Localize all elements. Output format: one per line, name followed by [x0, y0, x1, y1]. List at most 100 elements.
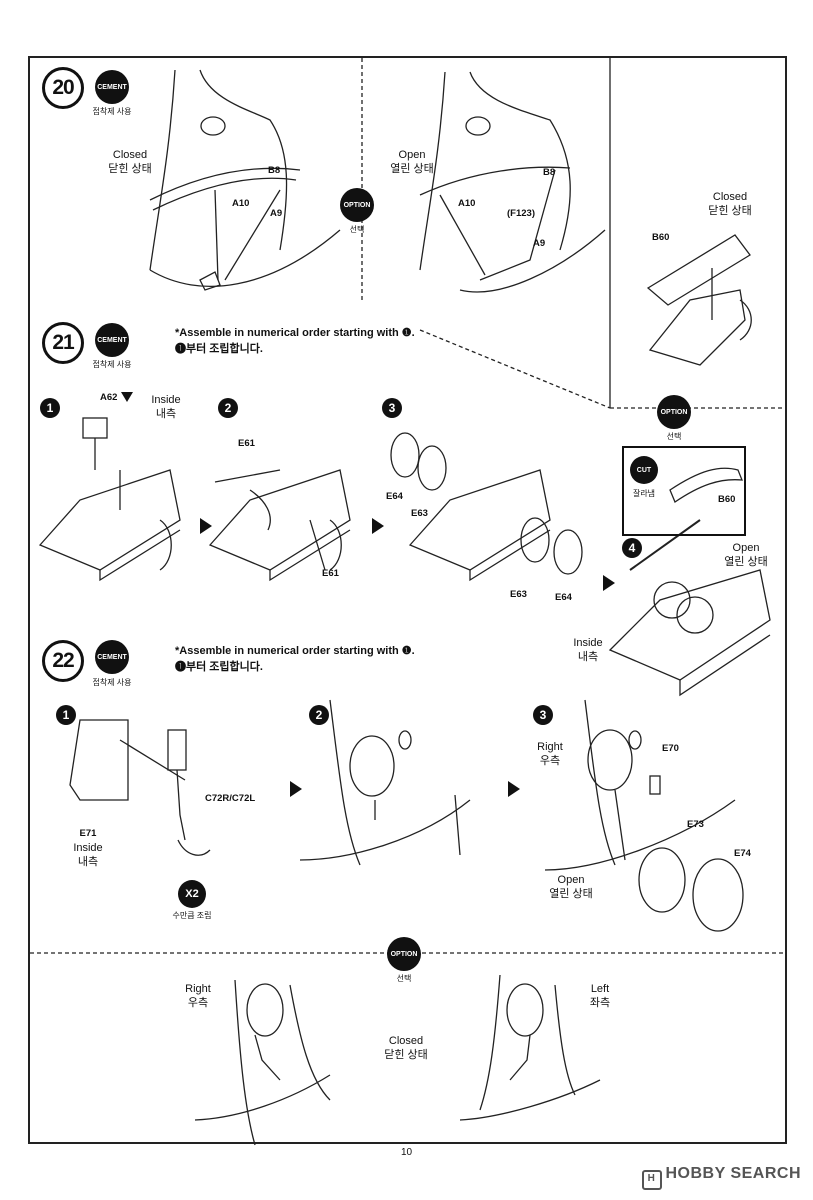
part-b60-top: B60 — [652, 232, 670, 243]
part-e70: E70 — [662, 743, 679, 754]
step22-open-en: Open — [557, 874, 585, 886]
part-a10-left: A10 — [232, 198, 250, 209]
e71-inside-ko: 내측 — [77, 856, 99, 868]
inside-ko: 내측 — [155, 408, 177, 420]
hobby-search-logo-icon: H — [641, 1170, 662, 1190]
x2-icon: X2 — [178, 880, 206, 908]
part-b8-left: B8 — [268, 165, 281, 176]
step22-arrow-2 — [508, 781, 520, 797]
inside2-ko: 내측 — [577, 651, 599, 663]
bottom-right-ko: 우측 — [187, 997, 209, 1009]
option-note-step21: 선택 — [666, 432, 682, 441]
step21-arrow-1 — [200, 518, 212, 534]
hatch-closed-ko: 닫힌 상태 — [708, 205, 752, 217]
bottom-closed-ko: 닫힌 상태 — [384, 1049, 428, 1061]
step-22-number: 22 — [42, 640, 84, 682]
part-e64-left: E64 — [386, 491, 403, 502]
step21-sub3-drawing — [390, 432, 583, 582]
cement-note-step22: 접착제 사용 — [92, 678, 132, 687]
step21-open-ko: 열린 상태 — [724, 556, 768, 568]
step22-sub1-drawing — [69, 719, 211, 856]
step-20-number: 20 — [42, 67, 84, 109]
bottom-closed-en: Closed — [388, 1035, 424, 1047]
step22-sub-3: 3 — [533, 705, 553, 725]
part-e61-top: E61 — [238, 438, 255, 449]
e71-text: E71 — [79, 828, 97, 839]
part-a10-right: A10 — [458, 198, 476, 209]
part-e64-right: E64 — [555, 592, 572, 603]
step22-arrow-1 — [290, 781, 302, 797]
bottom-closed-label: Closed 닫힌 상태 — [376, 1034, 436, 1062]
step21-note-en: *Assemble in numerical order starting wi… — [175, 327, 415, 339]
bottom-left-label: Left 좌측 — [580, 982, 620, 1010]
step21-inside-label: Inside 내측 — [142, 393, 190, 421]
cut-detail-box — [622, 446, 746, 536]
step22-sub2-drawing — [299, 699, 471, 866]
watermark-text: HOBBY SEARCH — [665, 1165, 801, 1182]
part-c72: C72R/C72L — [205, 793, 256, 804]
step20-open-en: Open — [398, 149, 426, 161]
step22-sub3-drawing — [544, 699, 744, 932]
step22-note-en: *Assemble in numerical order starting wi… — [175, 645, 415, 657]
step20-open-drawing — [419, 71, 606, 293]
cement-icon-step22: CEMENT — [95, 640, 129, 674]
step-21-number: 21 — [42, 322, 84, 364]
step20-closed-en: Closed — [112, 149, 148, 161]
step22-open-ko: 열린 상태 — [549, 888, 593, 900]
step21-note-ko: ❶부터 조립합니다. — [175, 343, 263, 355]
part-e73: E73 — [687, 819, 704, 830]
step21-sub4-drawing — [608, 519, 771, 697]
option-icon-step21: OPTION — [657, 395, 691, 429]
step22-note: *Assemble in numerical order starting wi… — [175, 643, 415, 675]
part-a9-left: A9 — [270, 208, 283, 219]
step21-open-label: Open 열린 상태 — [718, 541, 774, 569]
x2-note: 수만큼 조립 — [172, 911, 212, 920]
step22-right-label: Right 우측 — [528, 740, 572, 768]
step21-sub1-drawing — [38, 417, 181, 582]
page-number: 10 — [400, 1147, 413, 1158]
part-e63-left: E63 — [411, 508, 428, 519]
part-f123: (F123) — [507, 208, 535, 219]
bottom-option-right-drawing — [194, 979, 331, 1146]
step20-open-ko: 열린 상태 — [390, 163, 434, 175]
step21-note: *Assemble in numerical order starting wi… — [175, 325, 415, 357]
option-icon-step20: OPTION — [340, 188, 374, 222]
cement-icon-step21: CEMENT — [95, 323, 129, 357]
bottom-left-en: Left — [590, 983, 610, 995]
part-e63-right: E63 — [510, 589, 527, 600]
bottom-right-label: Right 우측 — [176, 982, 220, 1010]
cement-icon: CEMENT — [95, 70, 129, 104]
step20-hatch-drawing — [646, 234, 752, 366]
step22-right-en: Right — [537, 741, 563, 753]
step22-sub-1: 1 — [56, 705, 76, 725]
hatch-closed-en: Closed — [712, 191, 748, 203]
step20-open-label: Open 열린 상태 — [382, 148, 442, 176]
part-b8-right: B8 — [543, 167, 556, 178]
step20-hatch-closed-label: Closed 닫힌 상태 — [700, 190, 760, 218]
step21-sub-2: 2 — [218, 398, 238, 418]
part-b60-cut: B60 — [718, 494, 736, 505]
part-e61-bottom: E61 — [322, 568, 339, 579]
step22-sub-2: 2 — [309, 705, 329, 725]
step21-arrow-3 — [603, 575, 615, 591]
part-a62: A62 — [100, 392, 118, 403]
step22-e71-label: E71 Inside 내측 — [66, 827, 110, 869]
cut-note: 잘라냄 — [632, 489, 656, 498]
instruction-frame — [28, 56, 787, 1144]
e71-inside-en: Inside — [73, 842, 103, 854]
step21-sub-3: 3 — [382, 398, 402, 418]
cement-note: 접착제 사용 — [92, 107, 132, 116]
inside2-en: Inside — [573, 637, 603, 649]
step20-closed-label: Closed 닫힌 상태 — [100, 148, 160, 176]
a62-marker — [121, 392, 133, 402]
divider-diagonal — [419, 329, 611, 409]
step22-right-ko: 우측 — [539, 755, 561, 767]
bottom-option-left-drawing — [459, 974, 601, 1121]
step20-closed-drawing — [149, 69, 341, 291]
part-a9-right: A9 — [533, 238, 546, 249]
step22-note-ko: ❶부터 조립합니다. — [175, 661, 263, 673]
inside-en: Inside — [151, 394, 181, 406]
cut-box-drawing — [669, 467, 743, 503]
